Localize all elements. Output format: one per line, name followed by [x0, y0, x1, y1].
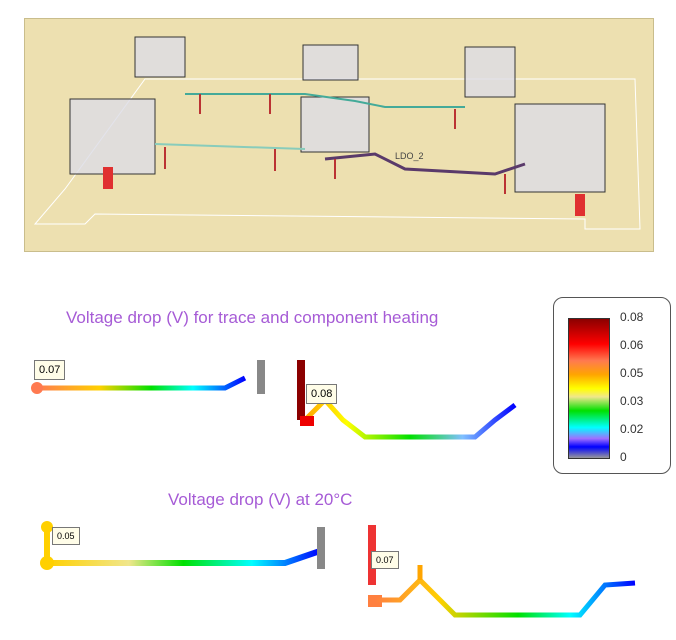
- pcb-3d-view: LDO_2: [24, 18, 654, 252]
- panel2-title: Voltage drop (V) at 20°C: [168, 490, 353, 509]
- value-tag: 0.07: [34, 360, 66, 380]
- legend-tick: 0.02: [620, 422, 644, 436]
- legend-tick: 0.08: [620, 310, 644, 324]
- value-tag: 0.07: [371, 551, 399, 569]
- panel2-traces: [40, 521, 636, 618]
- legend-tick: 0.05: [620, 366, 644, 380]
- value-tag: 0.08: [306, 384, 338, 404]
- legend-tick: 0.03: [620, 394, 644, 408]
- color-legend: [553, 297, 671, 474]
- net-label: LDO_2: [395, 151, 424, 161]
- value-tag: 0.05: [52, 527, 80, 545]
- legend-tick: 0.06: [620, 338, 644, 352]
- panel1-traces: [31, 360, 517, 440]
- legend-tick: 0: [620, 450, 627, 464]
- color-scale-bar: [568, 318, 610, 459]
- panel1-title: Voltage drop (V) for trace and component…: [66, 308, 439, 327]
